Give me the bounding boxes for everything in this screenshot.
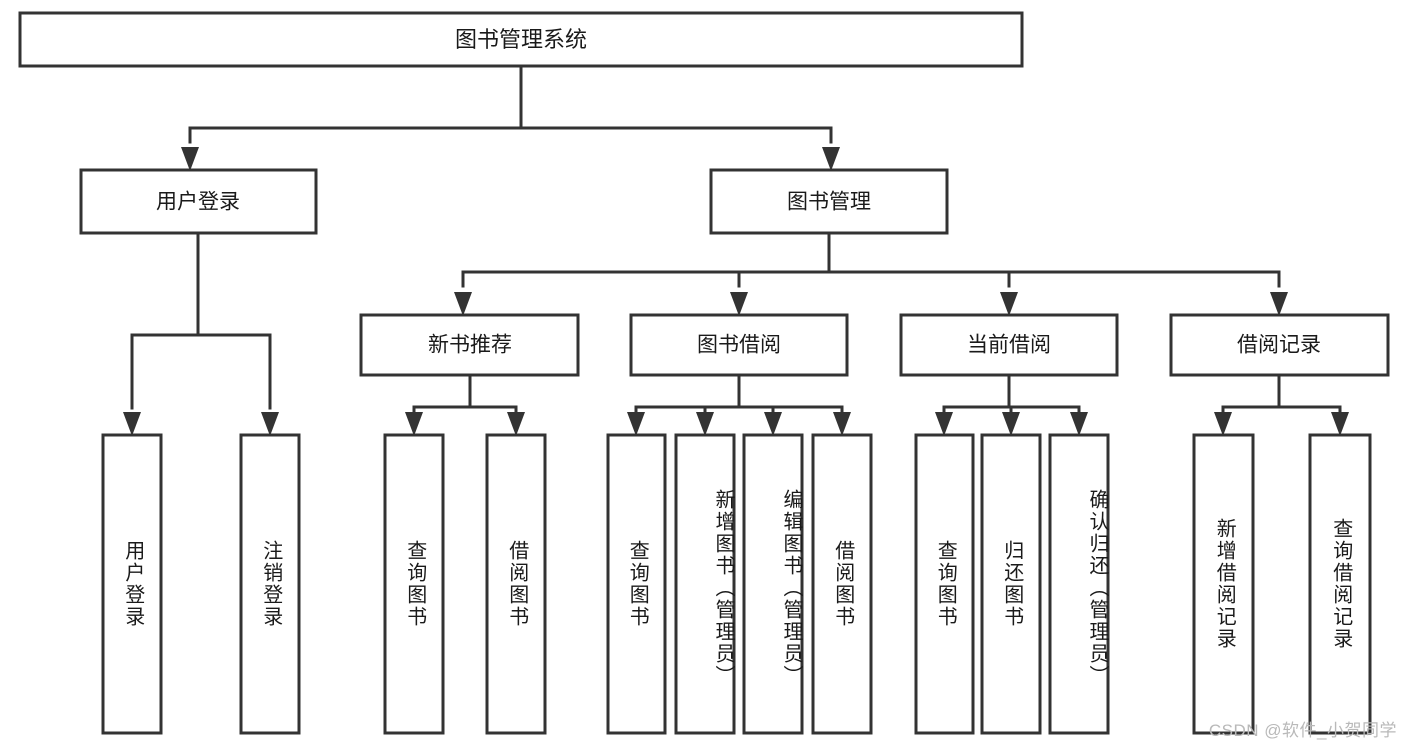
- leaf-box-query-books-cur[interactable]: [914, 433, 975, 735]
- leaf-box-confirm-return[interactable]: [1048, 433, 1110, 735]
- arrow-to-user-login: [181, 147, 199, 171]
- node-user-login[interactable]: 用户登录: [79, 168, 318, 235]
- leaf-box-add-book-admin[interactable]: [674, 433, 736, 735]
- node-current-borrow-box: [899, 313, 1119, 377]
- leaf-box-return-book[interactable]: [980, 433, 1042, 735]
- node-user-login-label: 用户登录: [156, 191, 240, 214]
- leaf-box-query-books-bor[interactable]: [606, 433, 667, 735]
- node-book-borrow-label: 图书借阅: [697, 334, 781, 357]
- connector-current-borrow-to-leaves: [935, 373, 1088, 436]
- leaf-box-query-borrow-record[interactable]: [1308, 433, 1372, 735]
- connector-book-mgmt-to-level3: [454, 231, 1288, 316]
- node-book-management-label: 图书管理: [787, 191, 871, 214]
- arrow-to-book-mgmt: [822, 147, 840, 171]
- connector-new-book-recommend-to-leaves: [405, 373, 525, 436]
- csdn-watermark: CSDN @软件_小贺同学: [1208, 721, 1397, 740]
- node-current-borrow-label: 当前借阅: [967, 334, 1051, 357]
- leaf-box-user-login[interactable]: [101, 433, 163, 735]
- leaf-box-borrow-book[interactable]: [811, 433, 873, 735]
- leaf-box-edit-book-admin[interactable]: [742, 433, 804, 735]
- node-new-book-recommend[interactable]: 新书推荐: [359, 313, 580, 377]
- node-root-label: 图书管理系统: [455, 27, 587, 52]
- leaf-box-add-borrow-record[interactable]: [1192, 433, 1255, 735]
- leaf-box-logout[interactable]: [239, 433, 301, 735]
- node-book-borrow[interactable]: 图书借阅: [629, 313, 849, 377]
- node-current-borrow[interactable]: 当前借阅: [899, 313, 1119, 377]
- connector-user-login-to-leaves: [123, 231, 279, 436]
- leaf-box-borrow-books-rec[interactable]: [485, 433, 547, 735]
- leaf-box-query-books-rec[interactable]: [383, 433, 445, 735]
- node-new-book-recommend-label: 新书推荐: [428, 334, 512, 357]
- node-root[interactable]: 图书管理系统: [18, 11, 1024, 68]
- node-book-management[interactable]: 图书管理: [709, 168, 949, 235]
- connector-borrow-record-to-leaves: [1214, 373, 1349, 436]
- node-borrow-record[interactable]: 借阅记录: [1169, 313, 1390, 377]
- node-new-book-recommend-box: [359, 313, 580, 377]
- node-user-login-box: [79, 168, 318, 235]
- connector-book-borrow-to-leaves: [627, 373, 851, 436]
- node-borrow-record-label: 借阅记录: [1237, 334, 1321, 357]
- connector-root-to-level2: [181, 64, 840, 171]
- node-root-box: [18, 11, 1024, 68]
